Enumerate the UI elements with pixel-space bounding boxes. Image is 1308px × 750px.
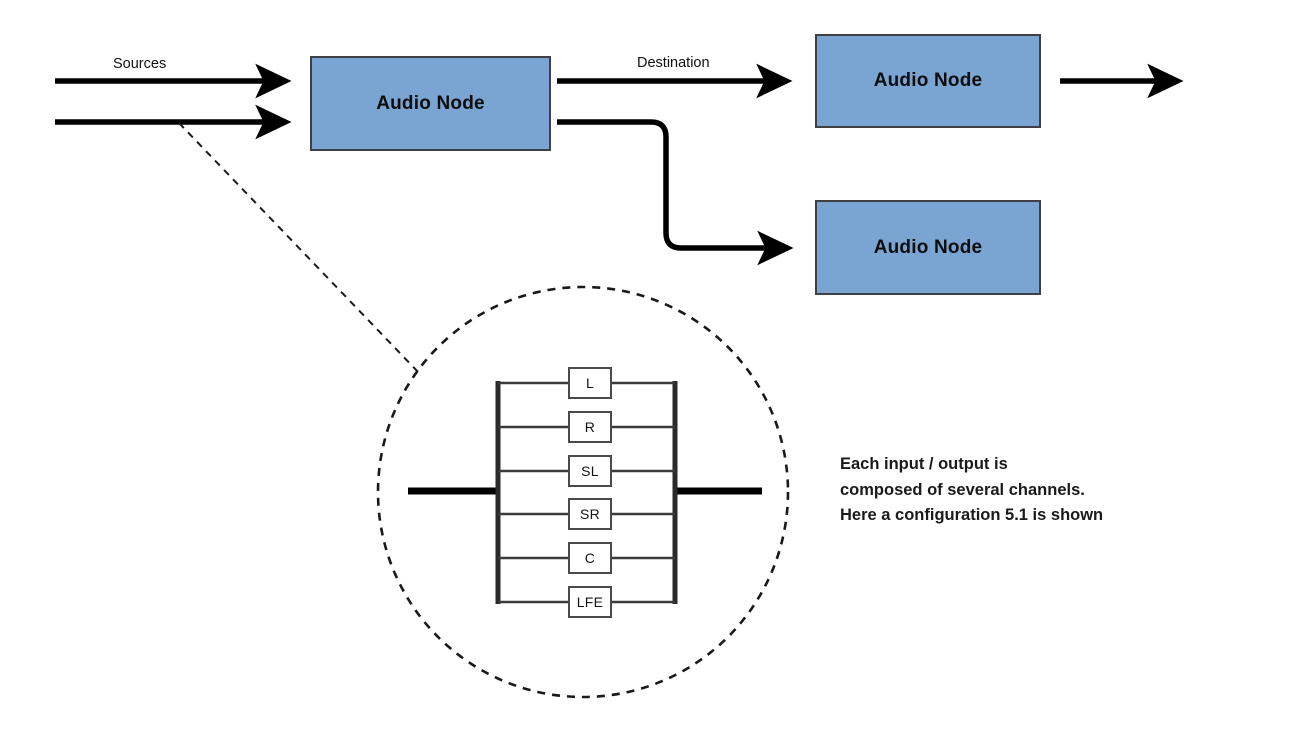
audio-node-output-top[interactable]: Audio Node	[815, 34, 1041, 128]
channel-label-c: C	[584, 550, 596, 566]
caption-line-1: Each input / output is	[840, 455, 1008, 473]
arrow-destination-bottom	[557, 119, 794, 266]
channel-box-l: L	[568, 367, 612, 399]
channel-rails	[498, 381, 675, 604]
channel-box-sl: SL	[568, 455, 612, 487]
audio-node-input[interactable]: Audio Node	[310, 56, 551, 151]
channel-label-sl: SL	[581, 463, 599, 479]
audio-node-output-top-label: Audio Node	[873, 70, 983, 91]
audio-node-output-bottom-label: Audio Node	[873, 236, 983, 258]
channel-label-l: L	[585, 375, 595, 391]
channel-box-sr: SR	[568, 498, 612, 530]
magnifier-circle	[376, 285, 790, 699]
channel-box-lfe: LFE	[568, 586, 612, 618]
caption-line-2: composed of several channels.	[840, 480, 1085, 499]
channel-label-lfe: LFE	[576, 594, 604, 610]
edge-label-destination: Destination	[637, 55, 710, 71]
channel-box-c: C	[568, 542, 612, 574]
channel-label-sr: SR	[579, 506, 601, 522]
caption-line-3: Here a configuration 5.1 is shown	[840, 506, 1104, 525]
channel-box-r: R	[568, 411, 612, 443]
magnifier-leader-line	[178, 122, 421, 375]
channel-label-r: R	[584, 419, 596, 435]
magnifier-caption: Each input / output is composed of sever…	[840, 452, 1103, 529]
edge-label-sources: Sources	[113, 56, 167, 72]
audio-node-input-label: Audio Node	[376, 92, 485, 114]
audio-node-output-bottom[interactable]: Audio Node	[815, 200, 1041, 295]
